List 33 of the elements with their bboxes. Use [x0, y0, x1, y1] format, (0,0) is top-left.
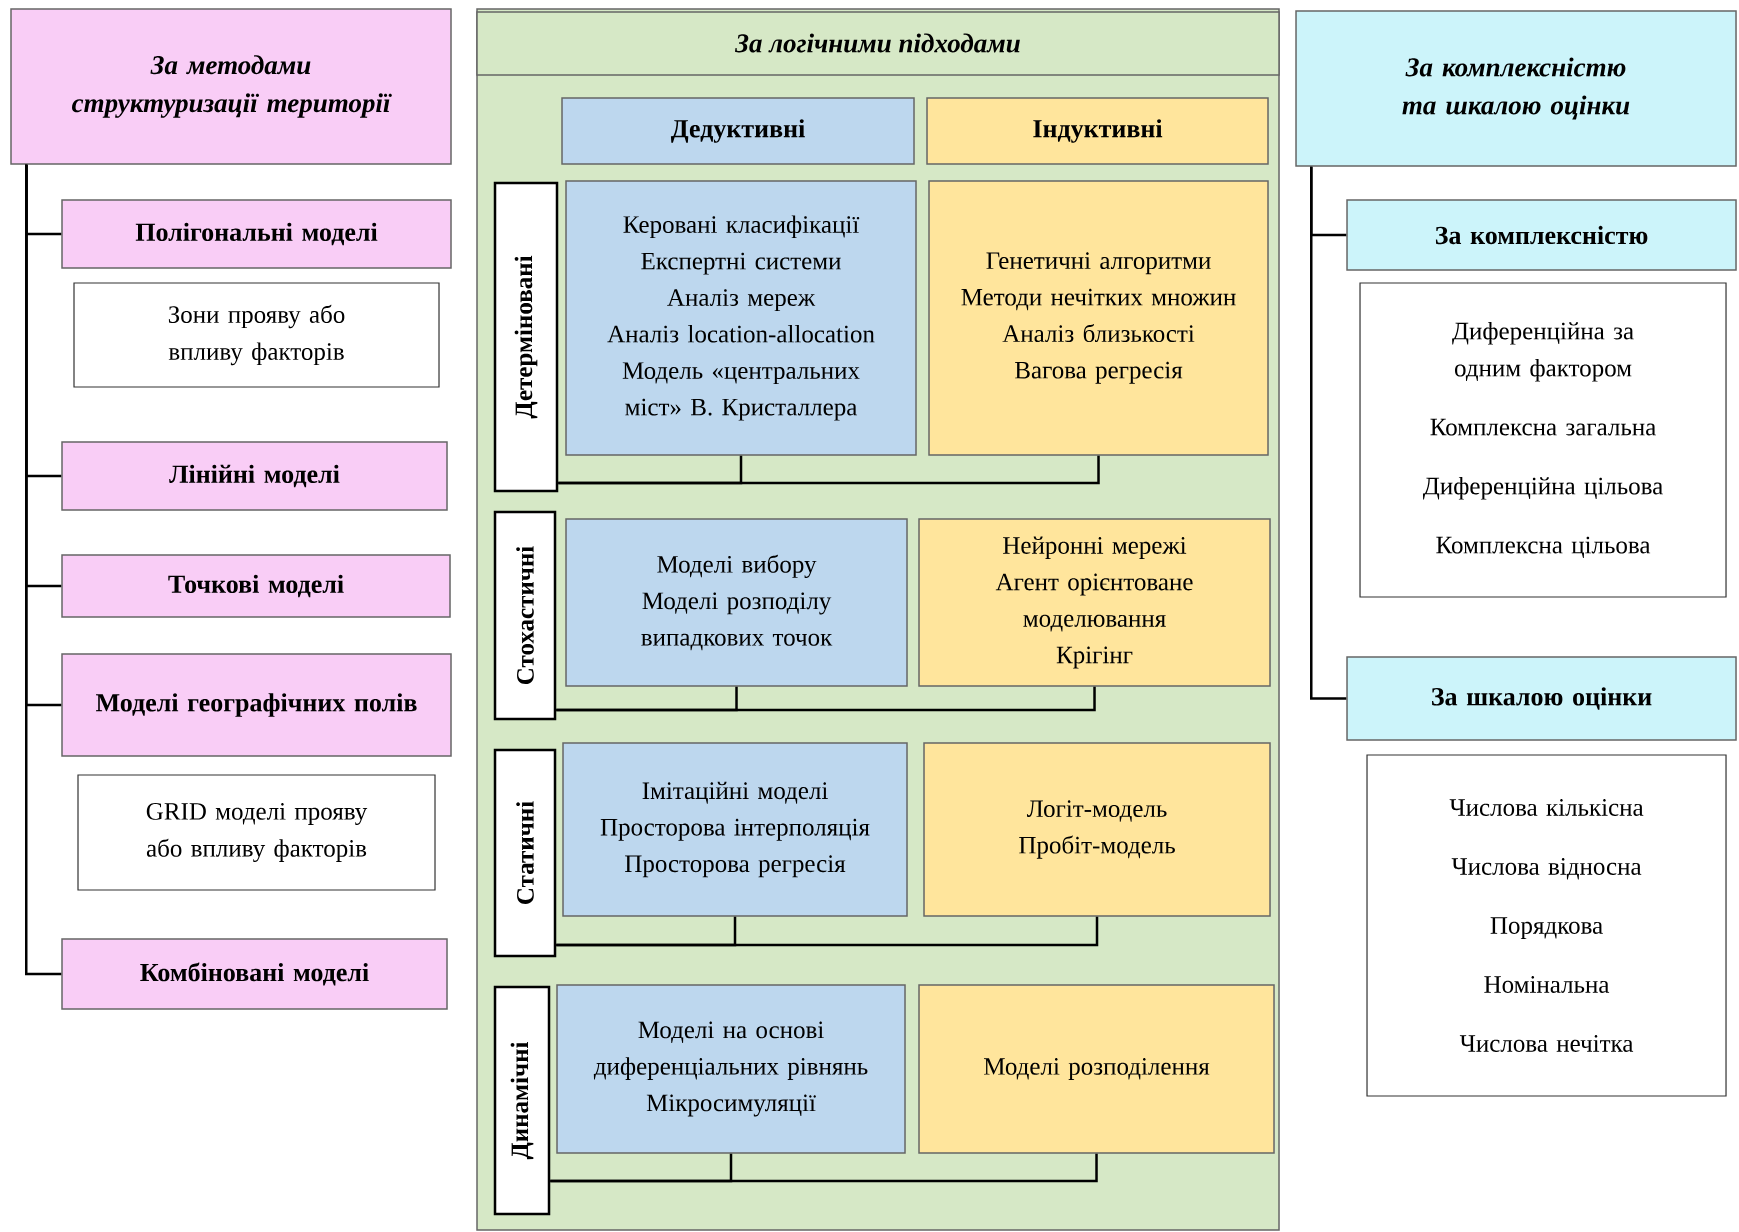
connector-line [556, 686, 1096, 712]
method-box: Логіт-модель Пробіт-модель [923, 742, 1271, 917]
category-box: Точкові моделі [61, 554, 451, 618]
description-box: Зони прояву або впливу факторів [73, 282, 440, 388]
category-box: За комплексністю [1346, 199, 1737, 271]
method-box: Моделі вибору Моделі розподілу випадкових точок [565, 518, 908, 687]
connector-line [1310, 166, 1347, 700]
row-label-box: Динамічні [493, 985, 551, 1216]
description-box: Диференційна за одним фактором Комплексна загальна Диференційна цільова Комплексна цільова [1359, 282, 1727, 598]
top-heading-box: За методами структуризації території [10, 8, 452, 165]
connector-line [550, 1153, 1098, 1183]
description-box: GRID моделі прояву або впливу факторів [77, 774, 436, 891]
method-box: Керовані класифікації Експертні системи Аналіз мереж Аналіз location-allocation Модель «центральних міст» В. Кристаллера [565, 180, 917, 456]
row-label-box: Статичні [493, 748, 557, 958]
method-box: Нейронні мережі Агент орієнтоване моделювання Крігінг [918, 518, 1271, 687]
column-header-box: Індуктивні [926, 97, 1269, 165]
category-box: Полігональні моделі [61, 199, 452, 269]
method-box: Моделі розподілення [918, 984, 1275, 1154]
category-box: Комбіновані моделі [61, 938, 448, 1010]
connector-line [556, 916, 1099, 947]
method-box: Генетичні алгоритми Методи нечітких множин Аналіз близькості Вагова регресія [928, 180, 1269, 456]
connector-line [25, 164, 62, 976]
category-box: Моделі географічних полів [61, 653, 452, 757]
description-box: Числова кількісна Числова відносна Порядкова Номінальна Числова нечітка [1366, 754, 1727, 1097]
category-box: Лінійні моделі [61, 441, 448, 511]
method-box: Імітаційні моделі Просторова інтерполяція Просторова регресія [562, 742, 908, 917]
method-box: Моделі на основі диференціальних рівнянь Мікросимуляції [556, 984, 906, 1154]
row-label-box: Стохастичні [493, 510, 557, 721]
top-heading-box: За комплексністю та шкалою оцінки [1295, 10, 1737, 167]
category-box: За шкалою оцінки [1346, 656, 1737, 741]
connector-line [558, 455, 1100, 485]
row-label-box: Детерміновані [493, 181, 559, 493]
column-header-box: Дедуктивні [561, 97, 915, 165]
